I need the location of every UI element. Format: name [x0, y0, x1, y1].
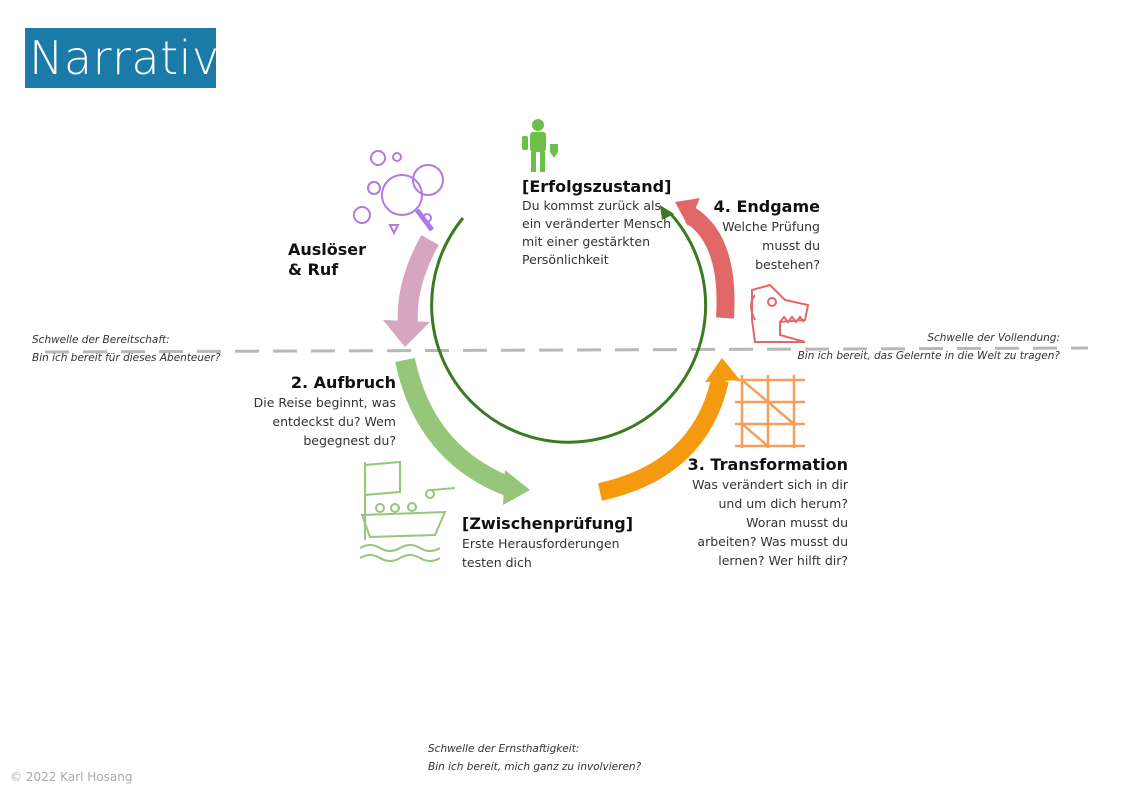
transformation-text-4: arbeiten? Was musst du	[697, 534, 848, 549]
departure-arrow	[395, 357, 514, 497]
departure-block: 2. Aufbruch Die Reise beginnt, was entde…	[225, 373, 396, 450]
intermediate-heading: [Zwischenprüfung]	[462, 514, 634, 533]
departure-text-1: Die Reise beginnt, was	[253, 395, 396, 410]
success-block: [Erfolgszustand] Du kommst zurück als ei…	[522, 177, 682, 269]
intermediate-block: [Zwischenprüfung] Erste Herausforderunge…	[462, 514, 634, 572]
intermediate-text-2: testen dich	[462, 555, 532, 570]
dragon-icon	[750, 283, 810, 343]
transformation-arrowhead	[705, 358, 740, 382]
transformation-text-3: Woran musst du	[746, 515, 848, 530]
transformation-heading: 3. Transformation	[687, 455, 848, 474]
success-text-2: ein veränderter Mensch	[522, 216, 672, 231]
journey-circle	[430, 210, 708, 444]
endgame-heading: 4. Endgame	[713, 197, 820, 216]
transformation-text-1: Was verändert sich in dir	[692, 477, 848, 492]
endgame-block: 4. Endgame Welche Prüfung musst du beste…	[690, 197, 820, 274]
departure-text-2: entdeckst du? Wem	[272, 414, 396, 429]
intermediate-text-1: Erste Herausforderungen	[462, 536, 620, 551]
magnifier-icon	[353, 150, 444, 236]
transformation-arrow	[598, 377, 729, 501]
page-title: Narrativ	[25, 28, 219, 88]
endgame-arrow	[684, 207, 735, 319]
boat-icon	[359, 460, 456, 562]
scaffold-icon	[735, 375, 805, 448]
success-text-4: Persönlichkeit	[522, 252, 609, 267]
threshold-line	[44, 346, 1089, 354]
success-text-1: Du kommst zurück als	[522, 198, 661, 213]
endgame-arrowhead	[675, 198, 700, 226]
circle-arrowhead	[660, 205, 674, 220]
threshold-seriousness: Schwelle der Ernsthaftigkeit: Bin ich be…	[428, 743, 642, 773]
endgame-text-1: Welche Prüfung	[722, 219, 820, 234]
threshold-completion: Schwelle der Vollendung: Bin ich bereit,…	[797, 332, 1060, 362]
success-text-3: mit einer gestärkten	[522, 234, 651, 249]
transformation-block: 3. Transformation Was verändert sich in …	[660, 455, 848, 570]
success-heading: [Erfolgszustand]	[522, 177, 672, 196]
departure-heading: 2. Aufbruch	[290, 373, 396, 392]
trigger-arrowhead	[383, 320, 430, 347]
threshold-readiness: Schwelle der Bereitschaft: Bin ich berei…	[32, 334, 221, 364]
knight-icon	[522, 119, 558, 172]
trigger-heading: Auslöser & Ruf	[288, 240, 367, 279]
copyright-footer: © 2022 Karl Hosang	[10, 770, 133, 784]
endgame-text-3: bestehen?	[755, 257, 820, 272]
endgame-text-2: musst du	[762, 238, 820, 253]
transformation-text-2: und um dich herum?	[718, 496, 849, 511]
departure-text-3: begegnest du?	[303, 433, 396, 448]
departure-arrowhead	[503, 470, 530, 505]
transformation-text-5: lernen? Wer hilft dir?	[718, 553, 848, 568]
trigger-arrow	[397, 235, 439, 326]
